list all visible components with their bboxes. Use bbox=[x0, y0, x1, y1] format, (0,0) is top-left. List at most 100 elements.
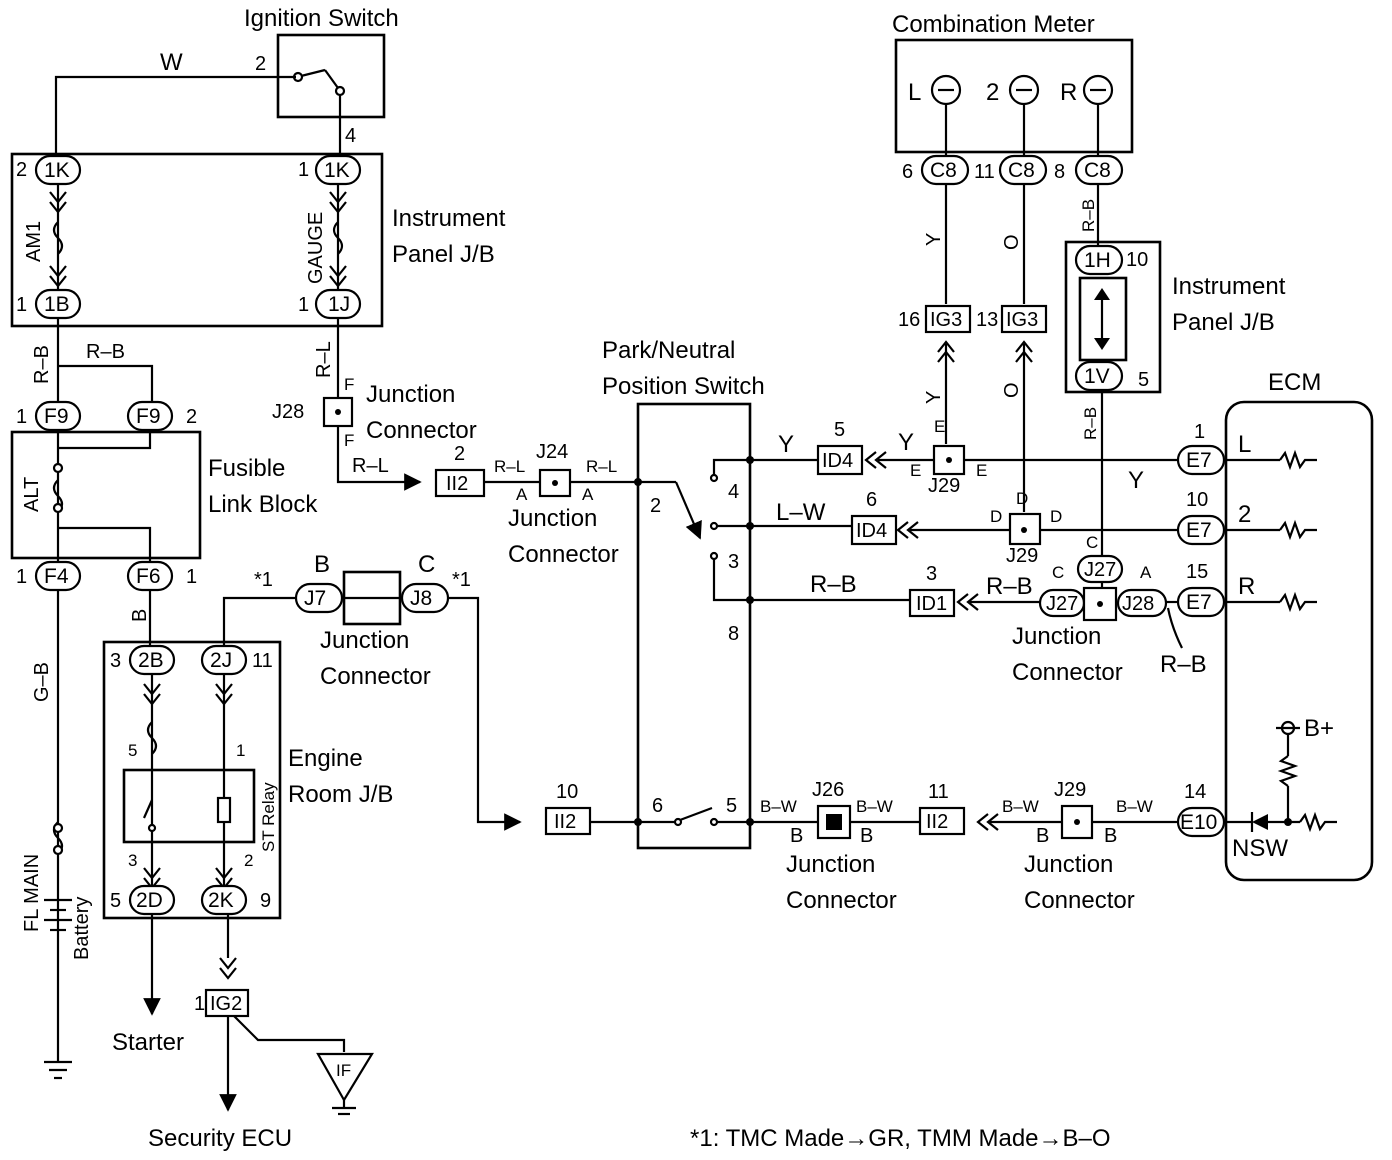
svg-text:R–B: R–B bbox=[86, 341, 125, 363]
svg-text:B+: B+ bbox=[1304, 715, 1334, 742]
svg-text:10: 10 bbox=[1126, 249, 1148, 271]
svg-text:C8: C8 bbox=[1008, 159, 1035, 182]
svg-text:Starter: Starter bbox=[112, 1029, 184, 1056]
svg-text:2J: 2J bbox=[210, 649, 232, 672]
svg-text:R: R bbox=[1238, 573, 1255, 600]
svg-text:R–L: R–L bbox=[586, 457, 617, 476]
svg-text:C: C bbox=[1052, 563, 1064, 582]
connector-id4-5 bbox=[816, 444, 864, 476]
park-neutral-position-switch: Park/Neutral Position Switch 2 4 3 8 6 5 bbox=[602, 337, 765, 850]
svg-text:F4: F4 bbox=[44, 565, 69, 588]
svg-text:L: L bbox=[1238, 431, 1251, 458]
svg-text:FL MAIN: FL MAIN bbox=[21, 854, 43, 932]
svg-text:E7: E7 bbox=[1186, 591, 1212, 614]
svg-text:F: F bbox=[344, 431, 354, 450]
connector-ig3-13 bbox=[1000, 304, 1048, 334]
svg-text:1: 1 bbox=[1194, 421, 1205, 443]
svg-text:R: R bbox=[1060, 79, 1077, 106]
svg-text:E: E bbox=[934, 417, 945, 436]
svg-text:D: D bbox=[990, 507, 1002, 526]
svg-text:Engine: Engine bbox=[288, 745, 363, 772]
svg-text:3: 3 bbox=[110, 650, 121, 672]
svg-text:J8: J8 bbox=[410, 587, 432, 610]
svg-text:1H: 1H bbox=[1084, 249, 1111, 272]
svg-text:11: 11 bbox=[974, 161, 995, 183]
svg-text:E: E bbox=[910, 461, 921, 480]
svg-text:Junction: Junction bbox=[320, 627, 409, 654]
diode-icon bbox=[1252, 814, 1268, 830]
connector-ig3-16 bbox=[924, 304, 972, 334]
svg-text:15: 15 bbox=[1186, 561, 1208, 583]
svg-text:Link Block: Link Block bbox=[208, 491, 318, 518]
svg-text:R–B: R–B bbox=[1079, 199, 1098, 232]
svg-text:Battery: Battery bbox=[71, 897, 93, 960]
svg-text:10: 10 bbox=[556, 781, 578, 803]
svg-text:F9: F9 bbox=[136, 405, 161, 428]
svg-text:Park/Neutral: Park/Neutral bbox=[602, 337, 735, 364]
svg-text:GAUGE: GAUGE bbox=[305, 212, 327, 284]
svg-text:1V: 1V bbox=[1084, 365, 1110, 388]
svg-text:R–B: R–B bbox=[1160, 651, 1207, 678]
st-relay bbox=[122, 768, 256, 844]
svg-text:13: 13 bbox=[976, 309, 998, 331]
svg-text:10: 10 bbox=[1186, 489, 1208, 511]
svg-text:1: 1 bbox=[16, 406, 27, 428]
svg-text:A: A bbox=[582, 485, 594, 504]
svg-text:J29: J29 bbox=[1006, 545, 1038, 567]
ecm: ECM E7 1 L E7 10 2 E7 15 R B+ E10 14 bbox=[1176, 369, 1374, 882]
svg-text:1B: 1B bbox=[44, 293, 70, 316]
svg-text:Connector: Connector bbox=[1012, 659, 1123, 686]
svg-text:8: 8 bbox=[1054, 161, 1065, 183]
svg-text:E: E bbox=[976, 461, 987, 480]
svg-text:3: 3 bbox=[926, 563, 937, 585]
svg-text:2: 2 bbox=[16, 159, 27, 181]
pullup-resistor-icon bbox=[1277, 755, 1299, 787]
svg-text:*1: *1 bbox=[254, 569, 273, 591]
svg-text:1: 1 bbox=[194, 993, 205, 1015]
svg-text:O: O bbox=[1001, 382, 1023, 398]
fuse-am1-icon bbox=[52, 221, 64, 255]
svg-text:A: A bbox=[516, 485, 528, 504]
svg-text:NSW: NSW bbox=[1232, 835, 1288, 862]
svg-text:B: B bbox=[314, 551, 330, 578]
svg-text:14: 14 bbox=[1184, 781, 1206, 803]
fuse-am1-arrow-icon bbox=[49, 191, 67, 214]
resistor-nsw-icon bbox=[1299, 811, 1337, 833]
svg-text:Combination Meter: Combination Meter bbox=[892, 11, 1095, 38]
svg-text:Connector: Connector bbox=[786, 887, 897, 914]
svg-text:Connector: Connector bbox=[1024, 887, 1135, 914]
svg-text:D: D bbox=[1050, 507, 1062, 526]
svg-text:C8: C8 bbox=[930, 159, 957, 182]
svg-text:C: C bbox=[1086, 533, 1098, 552]
svg-text:11: 11 bbox=[928, 781, 949, 803]
svg-text:Security ECU: Security ECU bbox=[148, 1125, 292, 1152]
svg-text:G–B: G–B bbox=[31, 662, 53, 702]
svg-text:IG3: IG3 bbox=[930, 309, 962, 331]
svg-text:AM1: AM1 bbox=[23, 221, 45, 262]
svg-text:Junction: Junction bbox=[1024, 851, 1113, 878]
svg-text:B: B bbox=[1036, 825, 1049, 847]
svg-text:Position Switch: Position Switch bbox=[602, 373, 765, 400]
svg-text:B–W: B–W bbox=[1116, 797, 1153, 816]
svg-text:11: 11 bbox=[252, 650, 273, 672]
svg-text:1: 1 bbox=[16, 566, 27, 588]
svg-text:F6: F6 bbox=[136, 565, 161, 588]
svg-text:Panel J/B: Panel J/B bbox=[392, 241, 495, 268]
svg-text:*1: *1 bbox=[452, 569, 471, 591]
fuse-gauge-icon bbox=[332, 221, 344, 255]
connector-1v bbox=[1074, 360, 1124, 392]
svg-text:Y: Y bbox=[1128, 467, 1144, 494]
svg-text:R–L: R–L bbox=[352, 455, 389, 477]
resistor-l-icon bbox=[1279, 449, 1317, 471]
svg-text:1: 1 bbox=[298, 294, 309, 316]
svg-text:B–W: B–W bbox=[1002, 797, 1039, 816]
svg-text:5: 5 bbox=[128, 741, 137, 760]
svg-text:C: C bbox=[418, 551, 435, 578]
wire-w bbox=[54, 75, 296, 155]
svg-text:4: 4 bbox=[345, 125, 356, 147]
svg-text:Junction: Junction bbox=[366, 381, 455, 408]
svg-text:1K: 1K bbox=[324, 159, 350, 182]
svg-text:R–B: R–B bbox=[810, 571, 857, 598]
instrument-panel-jb-right: 1H 10 1V 5 Instrument Panel J/B bbox=[1064, 240, 1286, 394]
svg-text:E10: E10 bbox=[1180, 811, 1217, 834]
